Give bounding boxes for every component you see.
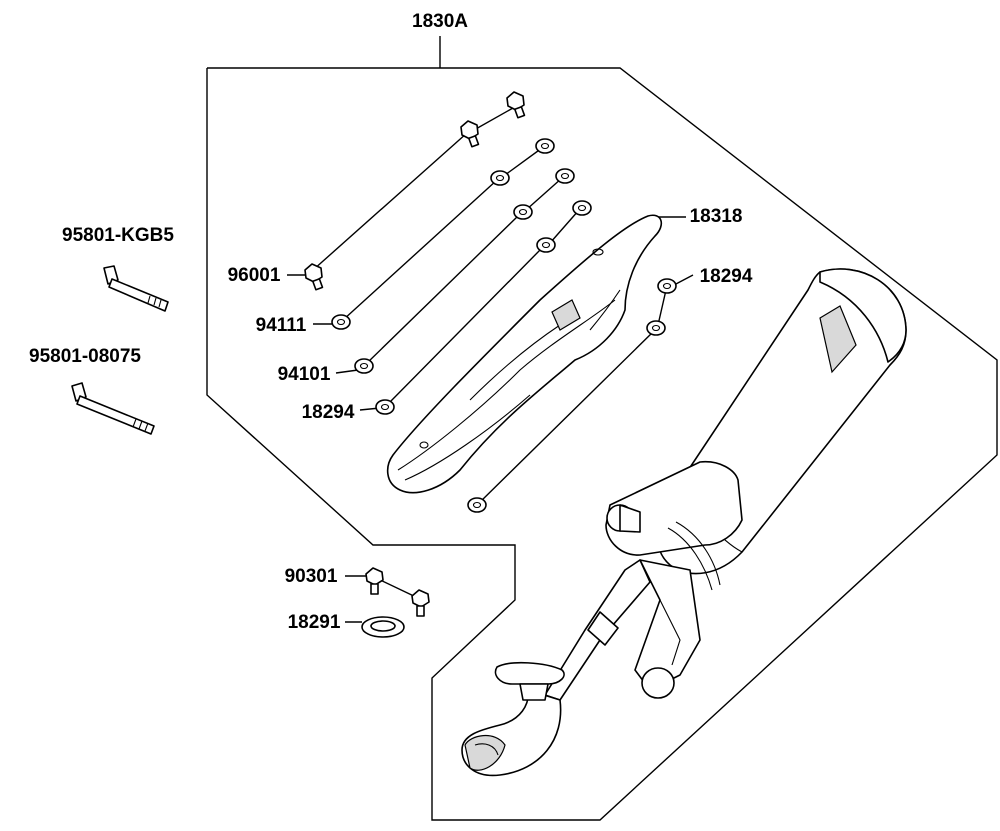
bolt-96001-upper-b bbox=[506, 91, 526, 119]
heat-guard-18318 bbox=[386, 214, 663, 494]
label-94111: 94111 bbox=[256, 315, 307, 336]
muffler-body bbox=[605, 268, 907, 699]
clip-90301 bbox=[365, 567, 430, 617]
bolt-96001-upper-a bbox=[460, 120, 480, 148]
assembly-boundary bbox=[206, 36, 998, 821]
label-96001: 96001 bbox=[228, 265, 281, 286]
bolt-96001-lower bbox=[304, 263, 324, 291]
label-18291: 18291 bbox=[288, 612, 341, 633]
bolt-95801-KGB5 bbox=[103, 265, 169, 312]
exhaust-pipe bbox=[461, 559, 651, 777]
label-95801-08075: 95801-08075 bbox=[29, 346, 141, 367]
label-18294-left: 18294 bbox=[302, 402, 355, 423]
label-95801-KGB5: 95801-KGB5 bbox=[62, 225, 174, 246]
washers-and-nuts bbox=[331, 138, 677, 513]
bolt-95801-08075 bbox=[71, 382, 155, 435]
label-1830A: 1830A bbox=[412, 11, 468, 32]
label-94101: 94101 bbox=[278, 364, 331, 385]
leader-lines bbox=[287, 107, 694, 623]
label-18294-right: 18294 bbox=[700, 266, 753, 287]
label-18318: 18318 bbox=[690, 206, 743, 227]
label-90301: 90301 bbox=[285, 566, 338, 587]
gasket-18291 bbox=[361, 616, 405, 638]
